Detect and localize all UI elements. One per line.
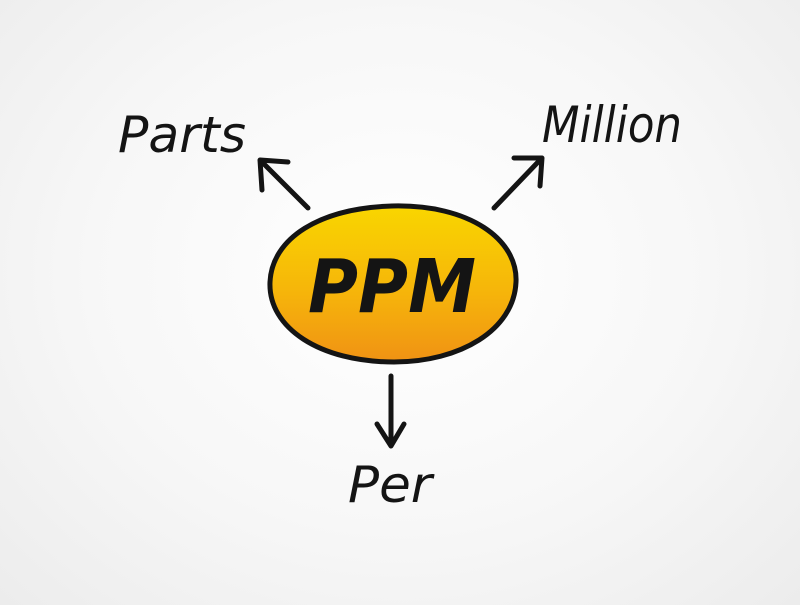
center-label: PPM (308, 244, 476, 330)
arrow-to-per (374, 373, 407, 449)
arrow-to-million (491, 155, 545, 211)
branch-label-parts: Parts (118, 106, 246, 164)
arrow-to-parts (257, 157, 311, 211)
branch-label-per: Per (348, 456, 436, 514)
center-node: PPM (267, 203, 519, 365)
center-oval (267, 203, 519, 365)
branch-label-million: Million (542, 96, 682, 154)
